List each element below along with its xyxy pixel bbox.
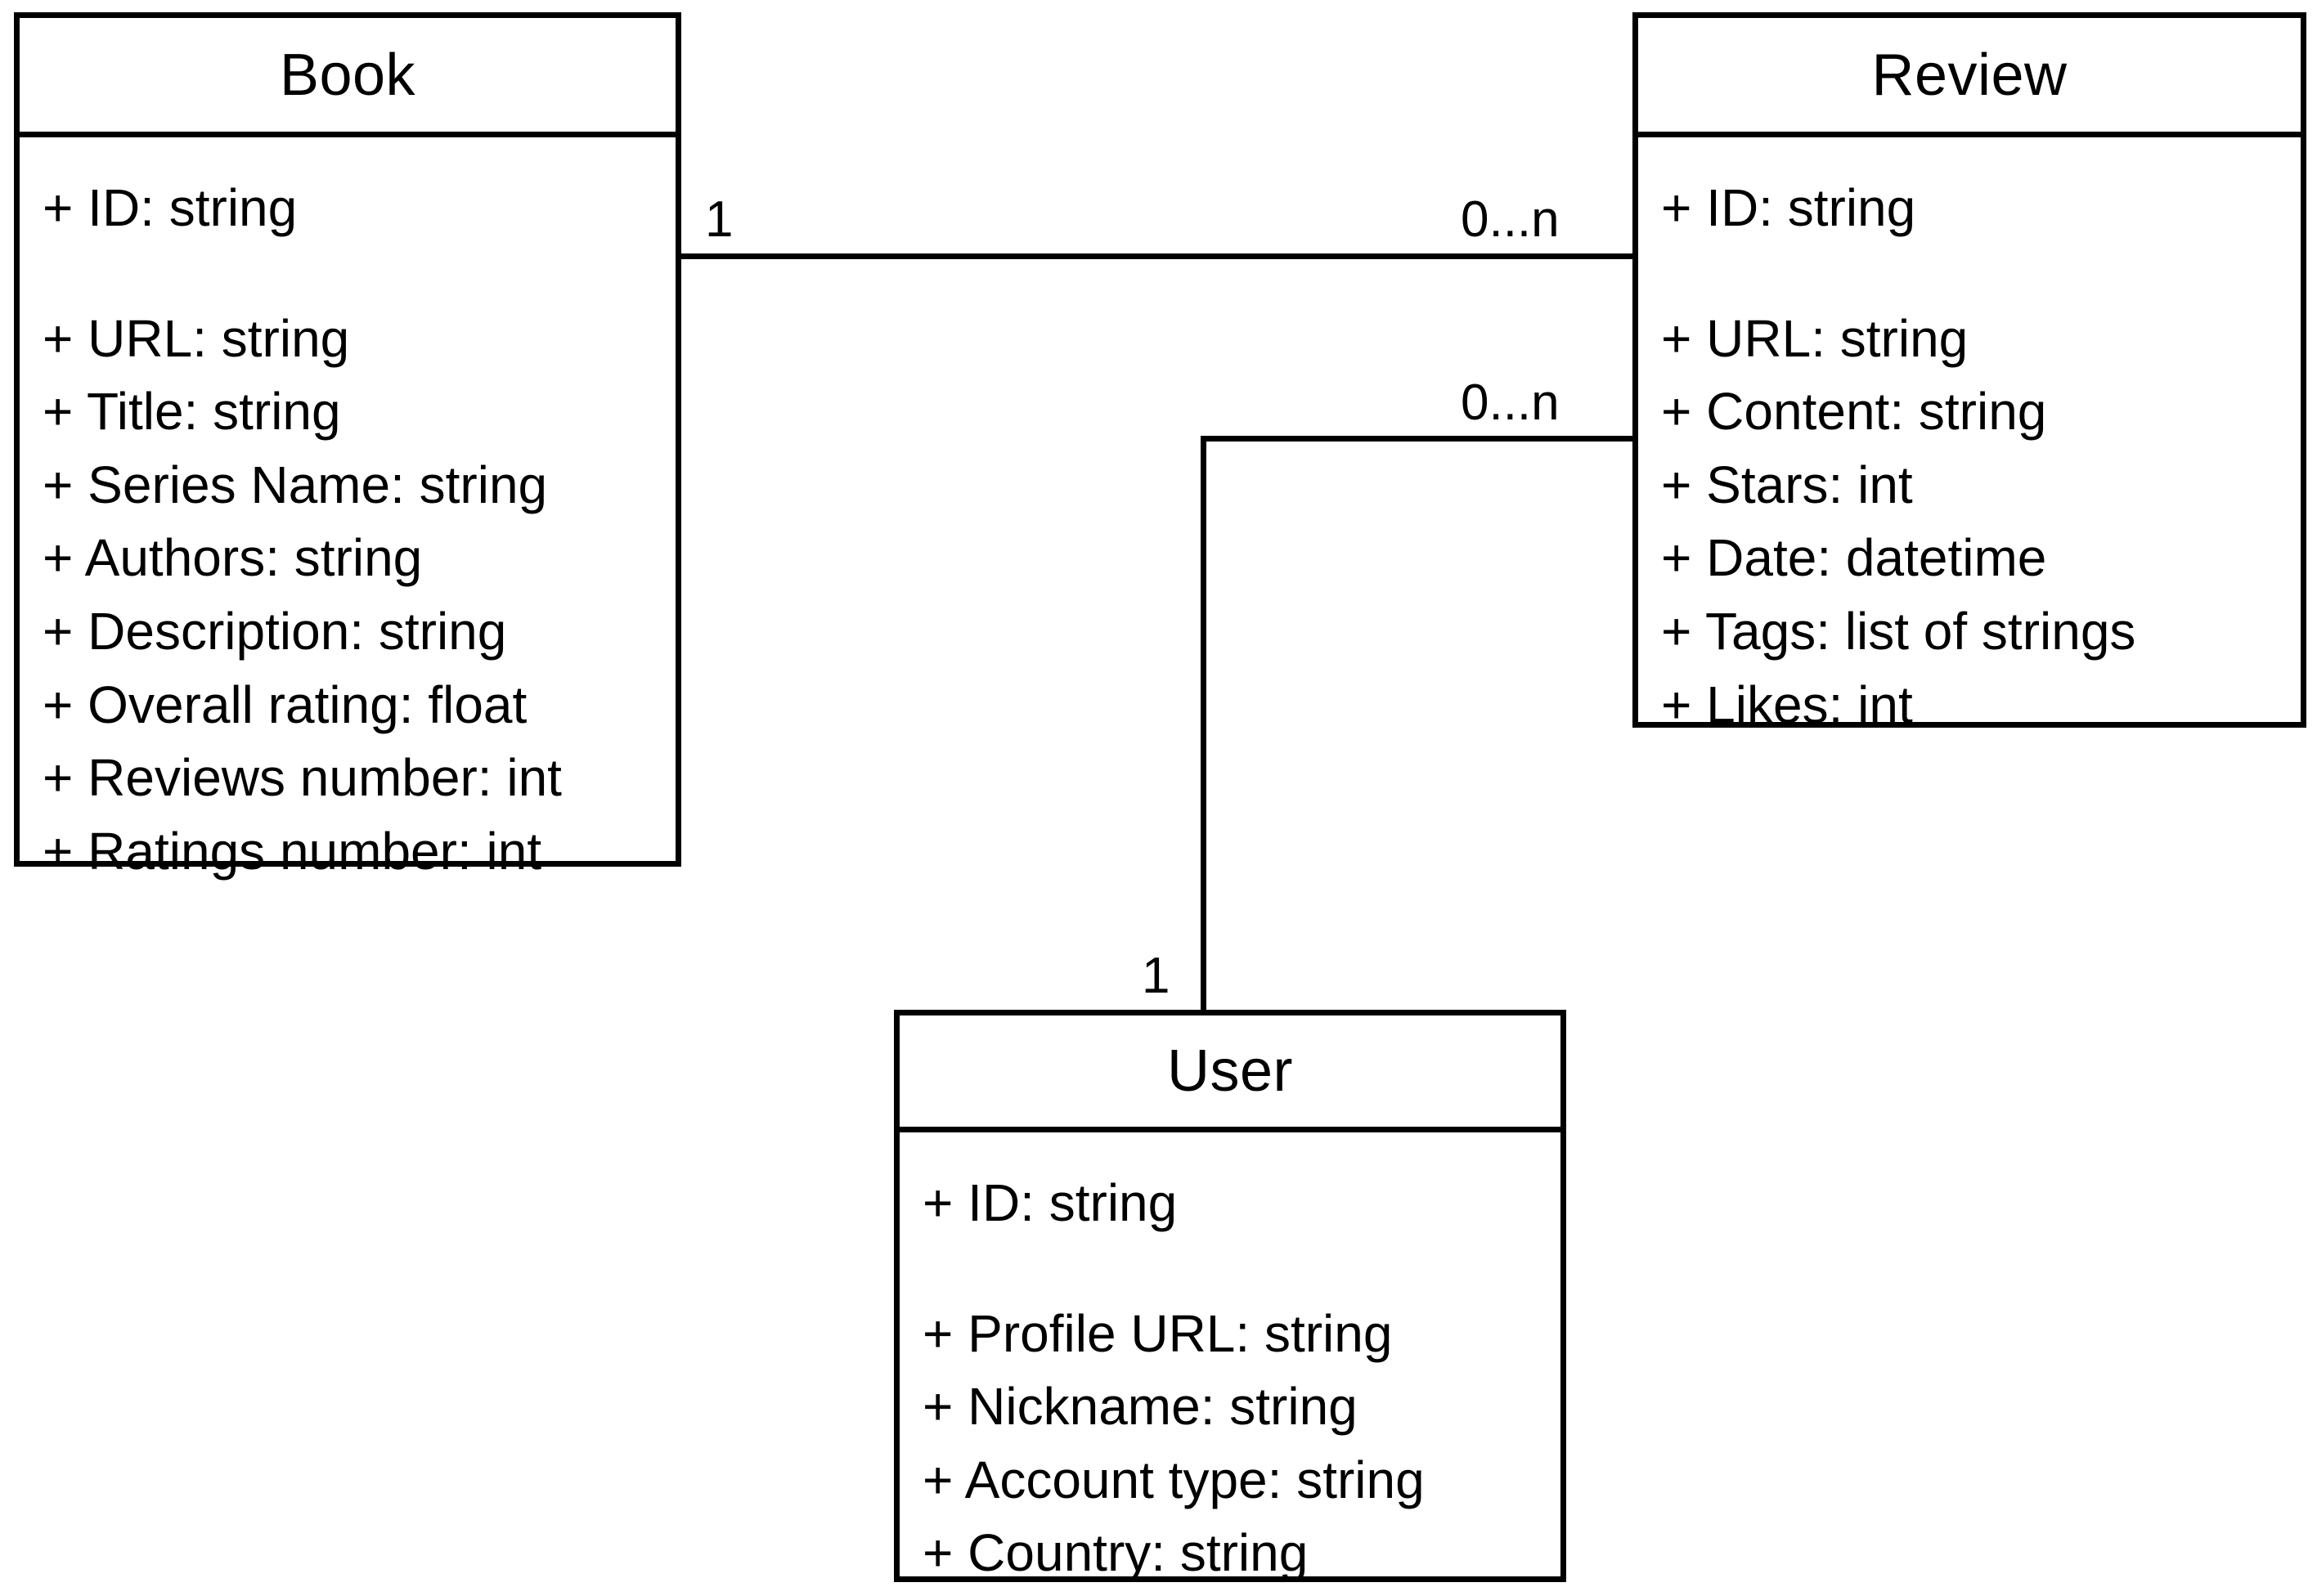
attribute-row: + URL: string	[43, 308, 350, 368]
attribute-row: + Title: string	[43, 382, 341, 442]
attribute-row: + ID: string	[1661, 178, 1916, 237]
class-attributes-user: + ID: string + Profile URL: string + Nic…	[900, 1132, 1560, 1590]
attribute-row: + Nickname: string	[923, 1377, 1358, 1437]
multiplicity-label-review-side: 0...n	[1461, 191, 1560, 248]
class-box-review[interactable]: Review + ID: string + URL: string + Cont…	[1632, 12, 2306, 734]
attribute-row: + Ratings number: int	[43, 821, 542, 881]
attribute-row: + Profile URL: string	[923, 1303, 1393, 1363]
attribute-row: + Overall rating: float	[43, 675, 528, 734]
class-attributes-review: + ID: string + URL: string + Content: st…	[1638, 137, 2301, 742]
class-name-user: User	[1166, 1038, 1293, 1104]
attribute-row: + Description: string	[43, 601, 507, 661]
class-header-user: User	[900, 1015, 1560, 1132]
class-attributes-book: + ID: string + URL: string + Title: stri…	[20, 137, 676, 888]
attribute-row: + Stars: int	[1661, 455, 1913, 514]
class-header-review: Review	[1638, 18, 2301, 137]
attribute-row: + Date: datetime	[1661, 528, 2047, 588]
class-box-book[interactable]: Book + ID: string + URL: string + Title:…	[14, 12, 681, 881]
class-box-user[interactable]: User + ID: string + Profile URL: string …	[894, 1010, 1566, 1582]
attribute-row: + Likes: int	[1661, 675, 1913, 734]
class-name-book: Book	[279, 42, 416, 108]
attribute-row: + Content: string	[1661, 382, 2047, 442]
attribute-row: + Tags: list of strings	[1661, 601, 2136, 661]
attribute-row: + URL: string	[1661, 308, 1969, 368]
attribute-row: + Authors: string	[43, 528, 423, 588]
attribute-row: + Account type: string	[923, 1450, 1425, 1509]
attribute-row: + ID: string	[923, 1173, 1178, 1232]
multiplicity-label-review-side-2: 0...n	[1461, 374, 1560, 431]
attribute-row: + Reviews number: int	[43, 748, 562, 808]
class-header-book: Book	[20, 18, 676, 137]
attribute-row: + Country: string	[923, 1523, 1309, 1583]
association-line-user-review-horizontal	[1201, 436, 1635, 442]
class-name-review: Review	[1871, 42, 2068, 108]
attribute-row: + ID: string	[43, 178, 298, 237]
multiplicity-label-user-side: 1	[1142, 948, 1170, 1004]
association-line-book-review	[681, 253, 1635, 259]
multiplicity-label-book-side: 1	[705, 191, 734, 248]
attribute-row: + Series Name: string	[43, 455, 548, 514]
association-line-user-review-vertical	[1201, 436, 1206, 1012]
